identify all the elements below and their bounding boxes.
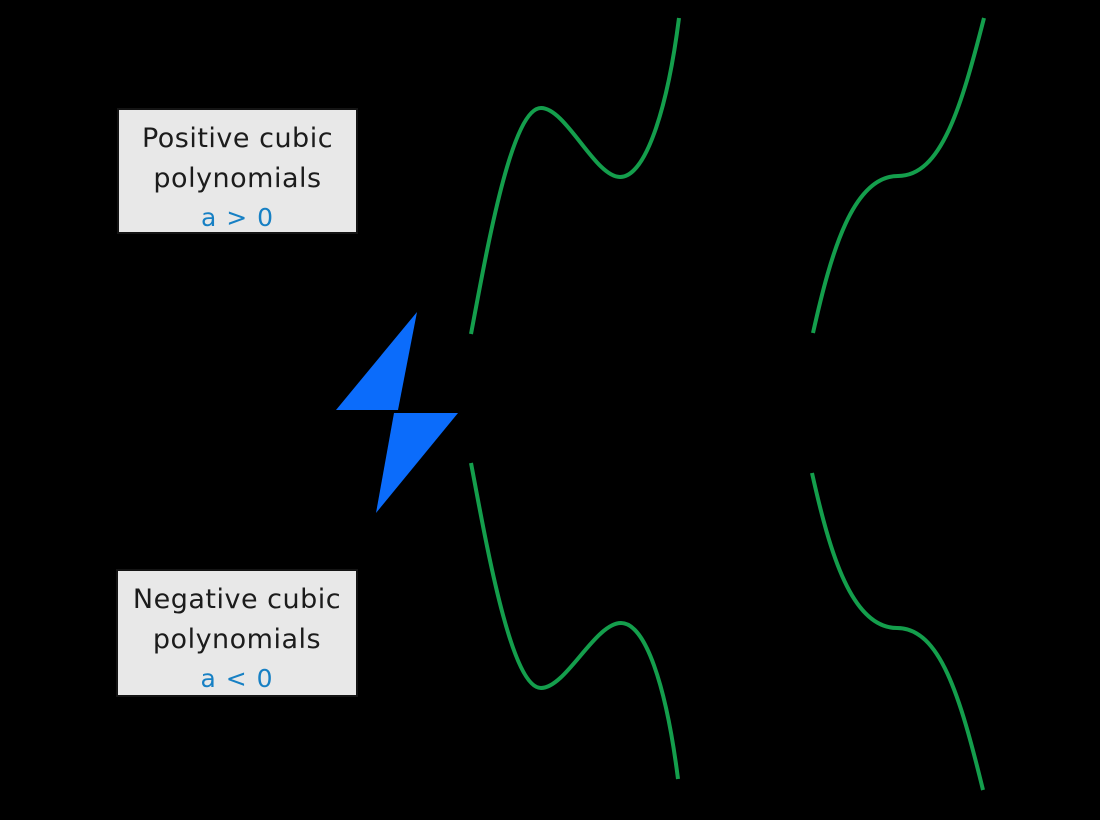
positive-condition-text: a > 0: [200, 203, 275, 232]
positive-label-line-1: Positive cubic: [141, 123, 334, 154]
positive-label-line-2: polynomials: [153, 163, 322, 194]
positive-cubic-label-box: Positive cubic polynomials a > 0: [117, 108, 358, 234]
negative-cubic-label-box: Negative cubic polynomials a < 0: [116, 569, 358, 697]
lightning-bolt-top-half: [336, 312, 417, 410]
negative-cubic-curve-inflection: [810, 472, 985, 791]
lightning-bolt-bottom-half: [376, 413, 458, 513]
negative-label-line-2: polynomials: [152, 624, 322, 655]
positive-cubic-curve-inflection: [811, 17, 986, 334]
lightning-bolt-icon: [336, 312, 458, 513]
negative-label-line-1: Negative cubic: [132, 584, 342, 615]
negative-cubic-curve-two-turning-points: [469, 462, 680, 780]
positive-cubic-curve-two-turning-points: [469, 17, 681, 335]
negative-condition-text: a < 0: [200, 664, 274, 693]
